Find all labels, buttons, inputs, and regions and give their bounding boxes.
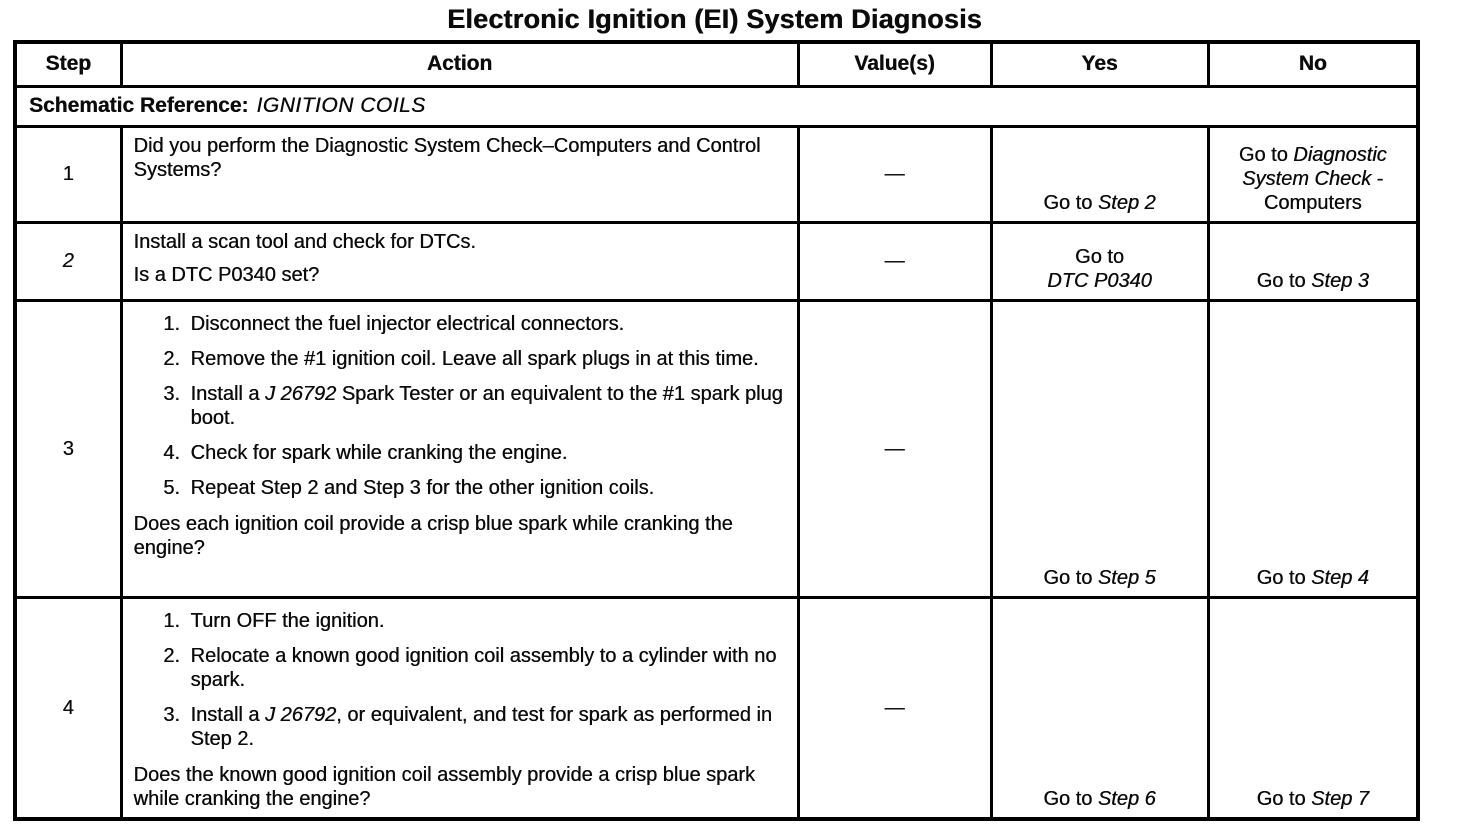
no-cell: Go to Step 4 xyxy=(1206,298,1420,599)
action-substeps-list: Disconnect the fuel injector electrical … xyxy=(134,312,785,500)
action-cell: Did you perform the Diagnostic System Ch… xyxy=(119,124,800,224)
schematic-reference-value: IGNITION COILS xyxy=(256,94,426,117)
step-number: 3 xyxy=(62,437,74,460)
step-cell: 4 xyxy=(13,595,123,820)
col-header-step: Step xyxy=(13,40,123,88)
action-substep: Repeat Step 2 and Step 3 for the other i… xyxy=(186,476,785,500)
table-row: 2 Install a scan tool and check for DTCs… xyxy=(13,220,1420,302)
action-substep: Remove the #1 ignition coil. Leave all s… xyxy=(186,347,785,371)
table-header: Step Action Value(s) Yes No xyxy=(13,40,1420,88)
goto-line: Go to xyxy=(1075,245,1124,268)
action-text: Is a DTC P0340 set? xyxy=(133,263,320,286)
action-question: Does the known good ignition coil assemb… xyxy=(133,763,755,810)
action-cell: Disconnect the fuel injector electrical … xyxy=(119,298,800,599)
value-cell: — xyxy=(796,124,993,224)
value-dash: — xyxy=(884,163,905,185)
goto-line: Go to Step 7 xyxy=(1256,787,1369,810)
page-title: Electronic Ignition (EI) System Diagnosi… xyxy=(447,4,982,34)
goto-line: Go to Step 5 xyxy=(1043,566,1156,589)
action-cell: Turn OFF the ignition. Relocate a known g… xyxy=(119,595,800,820)
step-number: 4 xyxy=(62,696,74,719)
action-substep: Install a J 26792 Spark Tester or an equ… xyxy=(186,382,785,430)
table-row: 4 Turn OFF the ignition. Relocate a known… xyxy=(13,595,1420,820)
action-question: Does each ignition coil provide a crisp … xyxy=(133,512,733,559)
value-cell: — xyxy=(796,595,993,820)
action-text: Did you perform the Diagnostic System Ch… xyxy=(133,134,761,181)
value-dash: — xyxy=(884,250,905,272)
goto-line: Go to Step 6 xyxy=(1043,787,1156,810)
action-substep: Relocate a known good ignition coil asse… xyxy=(186,644,785,692)
no-cell: Go to Diagnostic System Check - Computer… xyxy=(1206,124,1420,224)
col-header-yes: Yes xyxy=(989,40,1210,88)
action-substep: Check for spark while cranking the engin… xyxy=(186,441,785,465)
action-substep: Disconnect the fuel injector electrical … xyxy=(186,312,785,336)
value-dash: — xyxy=(884,437,905,460)
value-cell: — xyxy=(796,298,993,599)
yes-cell: Go to Step 6 xyxy=(989,595,1210,820)
table-row: 1 Did you perform the Diagnostic System … xyxy=(13,124,1420,224)
diagnosis-table: Step Action Value(s) Yes No Schematic Re… xyxy=(13,40,1420,821)
goto-line: DTC P0340 xyxy=(1047,269,1152,292)
diagnosis-rows: Schematic Reference: IGNITION COILS 1 Did… xyxy=(13,84,1420,820)
schematic-reference-label: Schematic Reference: xyxy=(29,94,249,117)
col-header-action: Action xyxy=(119,40,800,88)
goto-line: Go to Diagnostic System Check - Computer… xyxy=(1238,143,1387,214)
goto-line: Go to Step 4 xyxy=(1256,566,1369,589)
yes-cell: Go to Step 2 xyxy=(989,124,1210,224)
step-cell: 2 xyxy=(13,220,123,302)
schematic-reference-cell: Schematic Reference: IGNITION COILS xyxy=(13,84,1420,128)
goto-line: Go to Step 2 xyxy=(1043,191,1156,214)
schematic-reference-row: Schematic Reference: IGNITION COILS xyxy=(13,84,1420,128)
action-substeps-list: Turn OFF the ignition. Relocate a known g… xyxy=(134,609,785,751)
value-dash: — xyxy=(884,696,905,719)
no-cell: Go to Step 7 xyxy=(1206,595,1420,820)
no-cell: Go to Step 3 xyxy=(1206,220,1420,302)
header-row: Step Action Value(s) Yes No xyxy=(13,40,1420,88)
action-substep: Turn OFF the ignition. xyxy=(186,609,785,633)
yes-cell: Go to Step 5 xyxy=(989,298,1210,599)
table-row: 3 Disconnect the fuel injector electrica… xyxy=(13,298,1420,599)
col-header-values: Value(s) xyxy=(796,40,993,88)
step-number: 1 xyxy=(62,163,74,185)
action-substep: Install a J 26792, or equivalent, and te… xyxy=(186,703,785,751)
col-header-no: No xyxy=(1206,40,1420,88)
goto-line: Go to Step 3 xyxy=(1256,269,1369,292)
value-cell: — xyxy=(796,220,993,302)
step-cell: 3 xyxy=(13,298,123,599)
action-cell: Install a scan tool and check for DTCs. I… xyxy=(119,220,800,302)
step-number: 2 xyxy=(62,250,74,272)
action-text: Install a scan tool and check for DTCs. xyxy=(133,230,476,253)
step-cell: 1 xyxy=(13,124,123,224)
